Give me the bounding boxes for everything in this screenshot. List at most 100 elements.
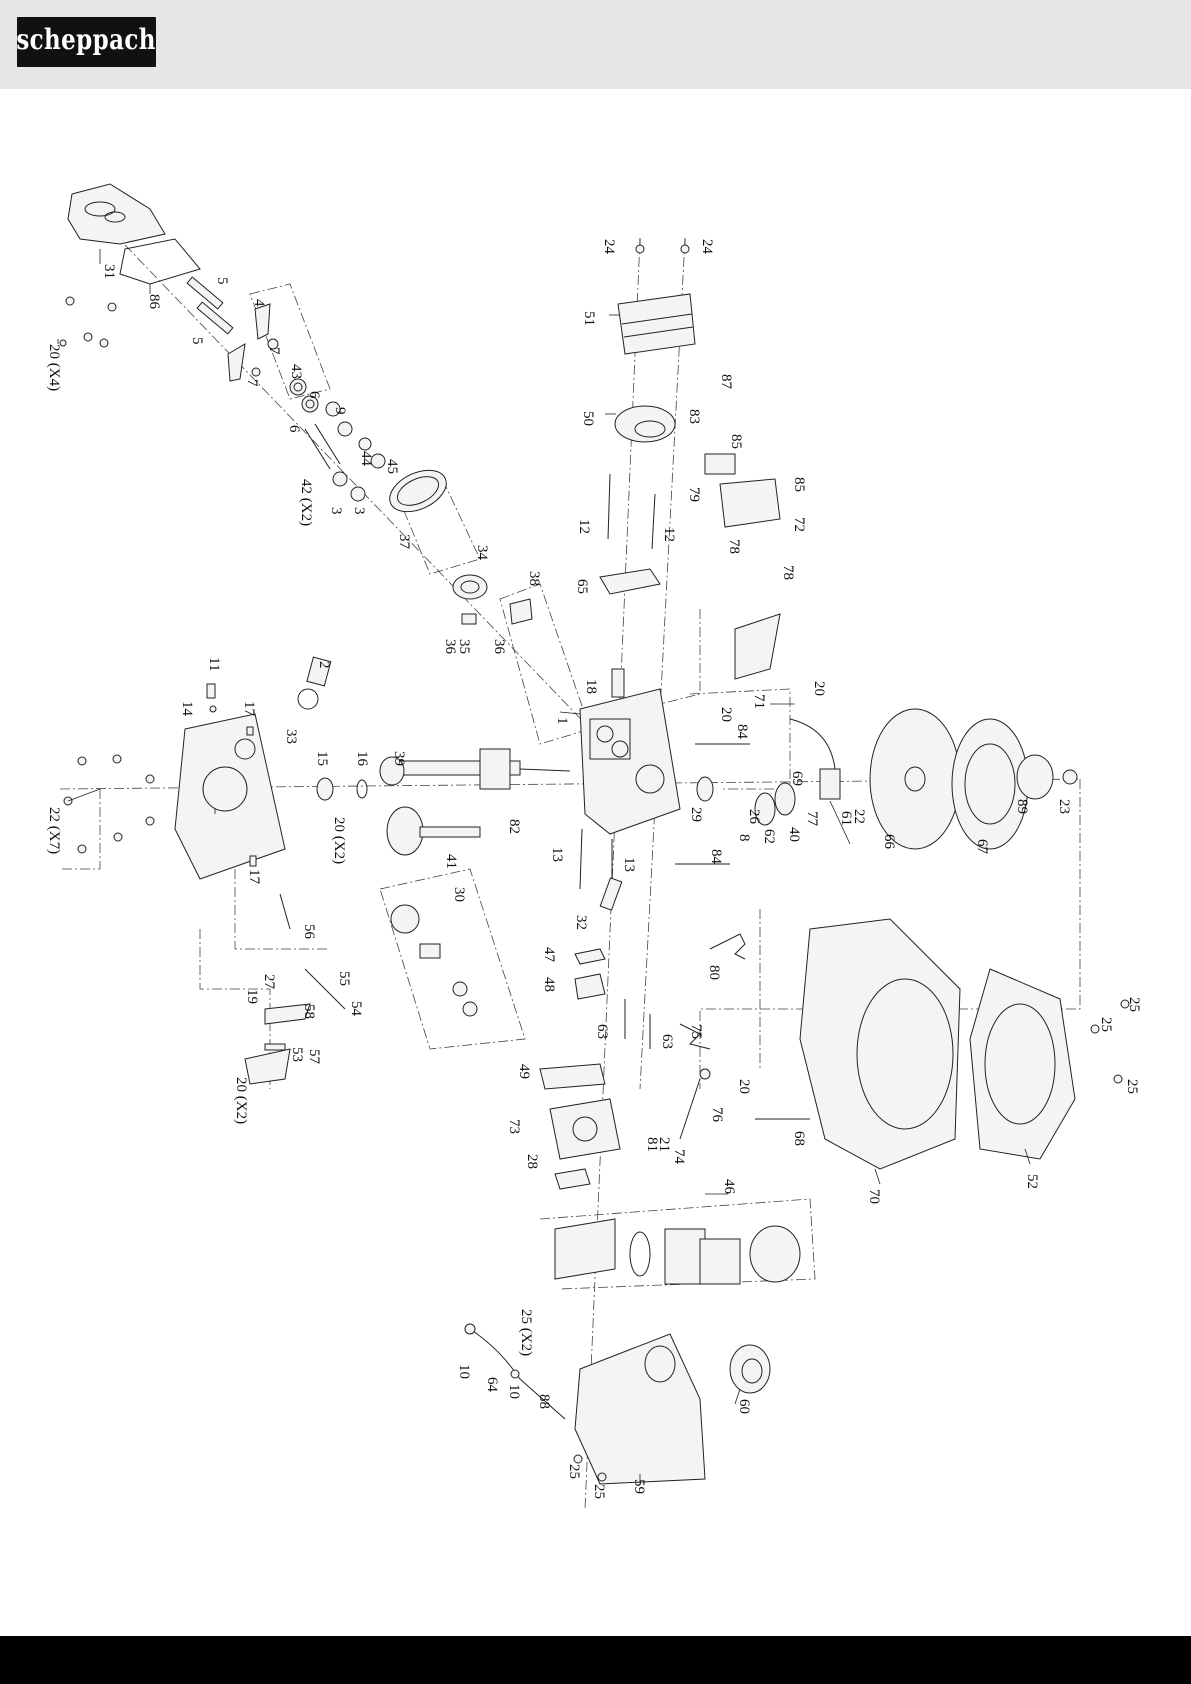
label-68: 68 [791,1131,807,1146]
part-75-wire [679,1023,711,1050]
label-41: 41 [443,854,459,869]
label-81: 81 [644,1137,660,1152]
label-13-b: 13 [621,857,637,872]
label-5-a: 5 [214,277,230,285]
label-78-b: 78 [780,565,796,580]
part-12-stud-b [651,493,656,550]
part-39-crank-gear [379,756,405,786]
label-51: 51 [581,311,597,326]
label-28: 28 [524,1154,540,1169]
part-30-governor-assembly [390,904,478,1017]
part-72-fuel-cock [704,453,781,528]
callout-leader-lines [57,238,1031,1484]
part-32-guide [599,877,623,911]
label-43: 43 [288,364,304,379]
label-67: 67 [974,839,990,855]
label-44: 44 [358,451,374,467]
part-66-flywheel [869,708,961,850]
label-37: 37 [396,534,412,550]
label-45: 45 [384,459,400,474]
label-25-a: 25 [1126,997,1142,1012]
label-58: 58 [301,1004,317,1019]
label-23: 23 [1056,799,1072,814]
label-88: 88 [536,1394,552,1409]
part-18-spark-plug [611,668,625,698]
label-84-a: 84 [734,724,750,740]
label-64: 64 [484,1377,500,1393]
part-67-cooling-fan [951,718,1029,850]
label-70: 70 [866,1189,882,1204]
label-75: 75 [688,1024,704,1039]
label-20-c: 20 [811,681,827,696]
exploded-view-svg: 1 2 3 3 4 5 5 6 6 7 7 8 9 10 10 11 12 12… [46,183,1142,1510]
label-20-f: 20 [736,1079,752,1094]
part-25-bolt-b [1090,1024,1100,1034]
label-36-a: 36 [442,639,458,655]
label-1: 1 [554,717,570,725]
part-70-fan-shroud [799,918,961,1170]
page-footer-bar [0,1636,1191,1684]
label-16: 16 [354,751,370,767]
part-25-bolt-f [597,1472,607,1482]
label-62: 62 [761,829,777,844]
brand-logo: scheppach [17,17,156,67]
label-20-x2-a: 20 (X2) [331,817,347,864]
label-24-b: 24 [699,239,715,255]
label-38: 38 [526,571,542,586]
label-10-a: 10 [456,1364,472,1379]
part-38-lifter [509,598,533,625]
part-88-filter [519,1378,566,1420]
part-73-carburetor [549,1098,621,1160]
label-61: 61 [838,811,854,826]
label-6-b: 6 [286,425,302,433]
label-59: 59 [631,1479,647,1494]
label-10-b: 10 [506,1384,522,1399]
part-59-fuel-tank [574,1333,706,1485]
part-23-flywheel-nut [1062,769,1078,785]
part-25-bolt-e [573,1454,583,1464]
label-20-x4: 20 (X4) [46,344,62,391]
label-56: 56 [301,924,317,940]
label-53: 53 [289,1047,305,1062]
label-65: 65 [574,579,590,594]
label-73: 73 [506,1119,522,1134]
label-35: 35 [456,639,472,654]
part-86-gasket [119,238,201,285]
governor-linkage-parts [244,893,346,1085]
exploded-parts-diagram: 1 2 3 3 4 5 5 6 6 7 7 8 9 10 10 11 12 12… [0,89,1191,1636]
label-66: 66 [881,834,897,850]
part-82-crankshaft [399,748,571,790]
part-12-stud-a [607,473,611,540]
part-52-recoil-starter [969,968,1076,1160]
label-24-a: 24 [601,239,617,255]
label-52: 52 [1024,1174,1040,1189]
label-39: 39 [391,751,407,766]
part-76-knob [699,1068,711,1080]
label-42-x2: 42 (X2) [298,479,314,526]
label-76: 76 [709,1107,725,1123]
part-28-gasket [554,1168,591,1190]
label-33: 33 [283,729,299,744]
label-40: 40 [786,827,802,842]
label-50: 50 [580,411,596,426]
part-48-insulator [574,973,606,1000]
label-11: 11 [206,657,222,671]
label-7-b: 7 [244,379,260,387]
label-46: 46 [721,1179,737,1195]
part-34-connecting-rod [452,574,488,600]
label-86: 86 [146,294,162,310]
part-69-ignition-coil [789,718,841,800]
label-25-x2: 25 (X2) [518,1309,534,1356]
part-49-heat-shield [539,1063,606,1090]
label-77: 77 [804,811,820,827]
label-12-a: 12 [576,519,592,534]
label-48: 48 [541,977,557,992]
label-74: 74 [671,1149,687,1165]
part-35-pin [461,613,477,625]
part-13-dowel-a [579,828,583,890]
label-17-a: 17 [241,701,257,717]
label-3-a: 3 [328,507,344,515]
label-47: 47 [541,947,557,963]
label-25-b: 25 [1098,1017,1114,1032]
part-80-spring [709,933,746,960]
